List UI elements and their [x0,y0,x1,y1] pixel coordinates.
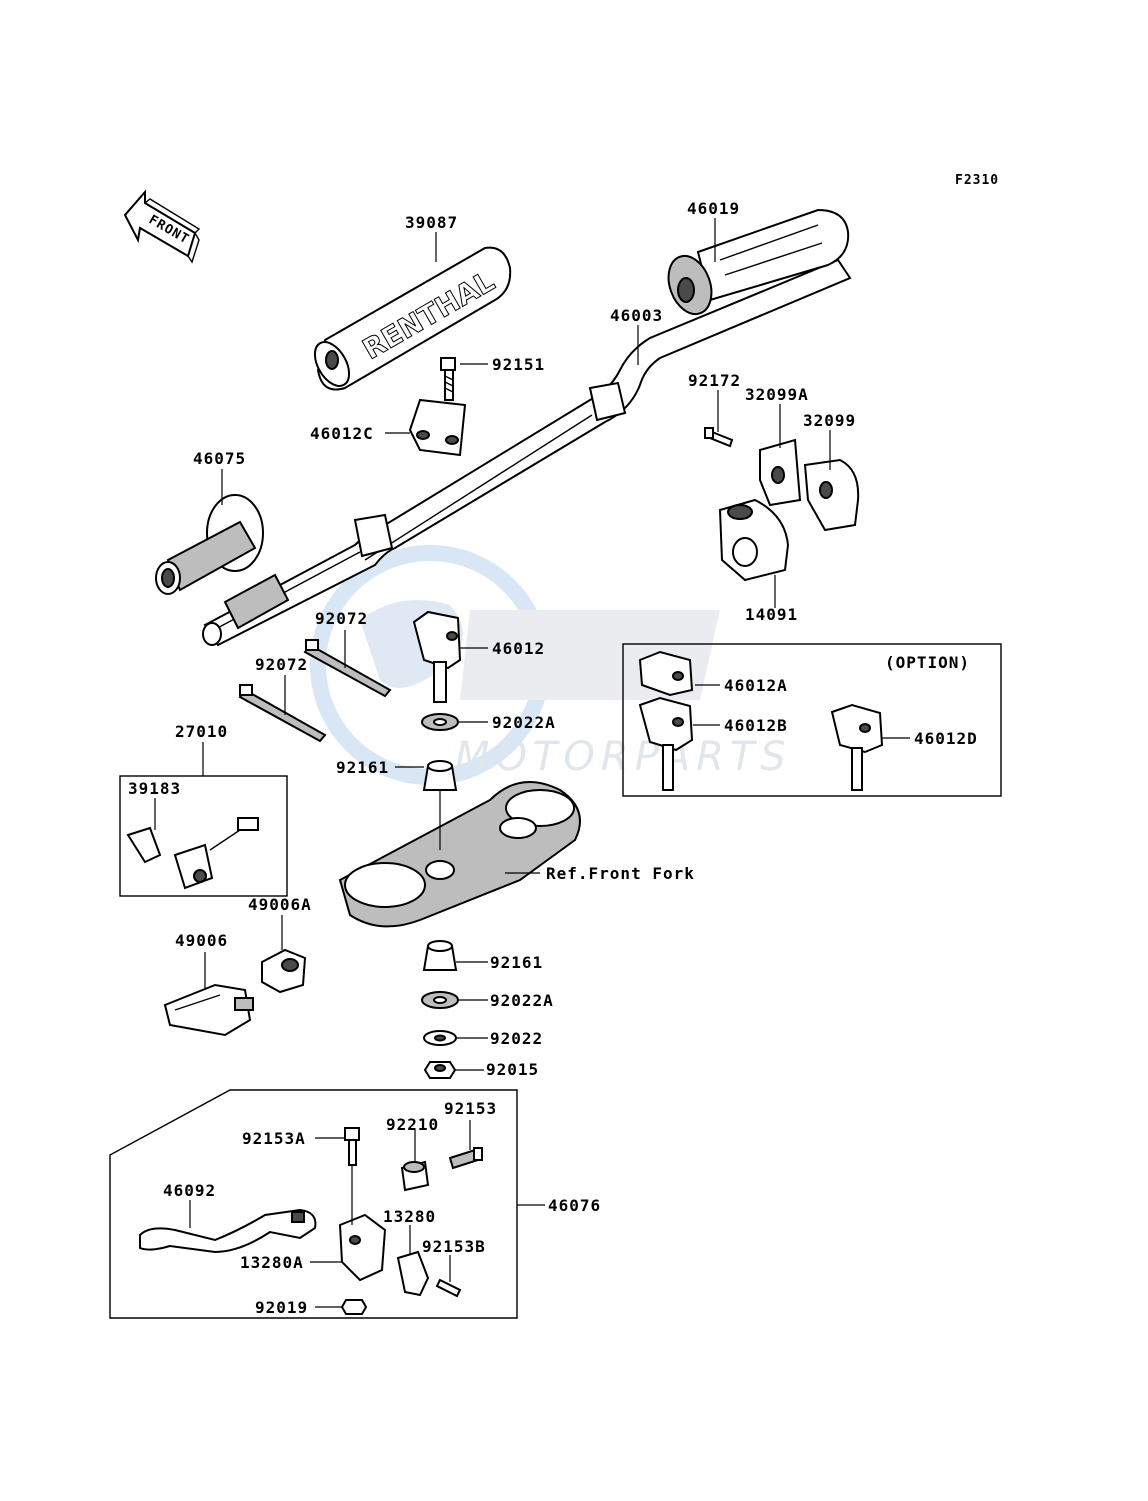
option-label: (OPTION) [885,653,970,672]
adjuster-49006a [261,948,307,994]
label-46019: 46019 [687,199,740,218]
knurl-section [223,573,290,630]
watermark-text: MOTORPARTS [455,734,792,780]
cable-tie-lower [238,684,327,743]
holder-32099 [803,458,860,532]
washer-92022a-top [421,713,459,731]
label-46012c: 46012C [310,424,374,443]
damper-92161-top [422,760,458,791]
figure-code: F2310 [955,173,999,188]
riser-46012b [638,696,694,791]
front-arrow-icon: FRONT [123,189,201,264]
washer-92022 [423,1030,457,1046]
label-92022: 92022 [490,1029,543,1048]
option-box [622,643,1002,797]
label-13280: 13280 [383,1207,436,1226]
label-13280a: 13280A [240,1253,304,1272]
washer-92022a-bottom [421,991,459,1009]
label-32099a: 32099A [745,385,809,404]
bolt-92153a [344,1127,360,1166]
holder-13280a [338,1213,387,1282]
nut-92019 [340,1299,368,1315]
label-27010: 27010 [175,722,228,741]
label-92072-upper: 92072 [315,609,368,628]
label-46012: 46012 [492,639,545,658]
guard-49006 [163,983,254,1037]
bolt-92153b [435,1278,462,1298]
label-14091: 14091 [745,605,798,624]
clamp-46012c [408,398,467,457]
bar-pad: RENTHAL [313,246,512,391]
ref-front-fork-label: Ref.Front Fork [546,864,695,883]
label-92161-top: 92161 [336,758,389,777]
label-92022a-top: 92022A [492,713,556,732]
switch-39183 [126,817,259,890]
label-46076: 46076 [548,1196,601,1215]
label-49006a: 49006A [248,895,312,914]
adjuster-92210 [400,1160,430,1192]
label-39183: 39183 [128,779,181,798]
clamp-13280 [396,1250,430,1297]
watermark: MOTORPARTS [310,545,792,785]
label-92072-lower: 92072 [255,655,308,674]
riser-46012d [830,703,884,791]
label-46075: 46075 [193,449,246,468]
label-46012a: 46012A [724,676,788,695]
label-92153: 92153 [444,1099,497,1118]
damper-92161-bottom [422,940,458,971]
label-92015: 92015 [486,1060,539,1079]
label-92210: 92210 [386,1115,439,1134]
label-92153a: 92153A [242,1129,306,1148]
label-49006: 49006 [175,931,228,950]
nut-92015 [423,1061,457,1079]
label-92153b: 92153B [422,1237,486,1256]
label-92022a-bottom: 92022A [490,991,554,1010]
part-labels: 39087 46019 46003 92151 46012C 92172 320… [128,199,978,1317]
screw-92153 [448,1147,483,1170]
label-92172: 92172 [688,371,741,390]
riser-46012 [412,610,462,703]
bolt-92172 [704,427,734,448]
leader-lines [154,218,910,1308]
label-32099: 32099 [803,411,856,430]
cable-tie-upper [303,639,392,698]
left-grip [155,494,264,595]
throttle-grip [667,208,850,316]
handlebar [202,258,852,647]
lever-assembly-box [109,1089,518,1319]
holder-32099a [759,438,802,507]
triple-clamp [338,781,581,928]
lever-46092 [139,1208,317,1254]
label-92019: 92019 [255,1298,308,1317]
riser-46012a [638,650,694,697]
label-46012d: 46012D [914,729,978,748]
label-46092: 46092 [163,1181,216,1200]
label-46003: 46003 [610,306,663,325]
label-92151: 92151 [492,355,545,374]
label-39087: 39087 [405,213,458,232]
label-46012b: 46012B [724,716,788,735]
label-92161-bottom: 92161 [490,953,543,972]
bolt-92151 [440,357,456,401]
housing-14091 [718,498,790,582]
